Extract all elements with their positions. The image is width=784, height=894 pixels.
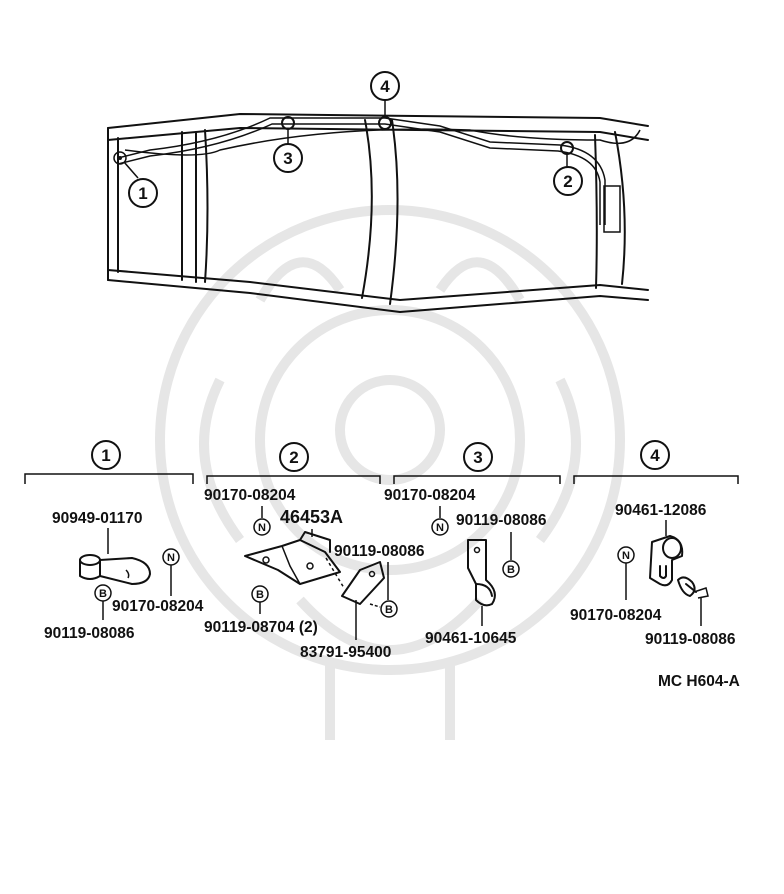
svg-text:1: 1: [101, 446, 110, 465]
part-number[interactable]: 90119-08086: [44, 625, 135, 642]
part-number[interactable]: 83791-95400: [300, 644, 391, 661]
symbol-n: N: [617, 546, 635, 600]
svg-text:3: 3: [473, 448, 482, 467]
symbol-b: B: [94, 584, 112, 620]
frame-callout-4[interactable]: 4: [370, 71, 400, 117]
group-4-clamp-drawing: [649, 535, 709, 626]
symbol-b: B: [355, 600, 398, 640]
part-number[interactable]: 90170-08204: [384, 487, 476, 504]
group-2-bracket-drawing: [244, 529, 385, 605]
symbol-n: N: [253, 506, 271, 536]
frame-callout-1[interactable]: 1: [123, 161, 158, 208]
group-header-1: 1: [24, 440, 194, 484]
svg-text:2: 2: [289, 448, 298, 467]
symbol-n: N: [431, 506, 449, 536]
part-number[interactable]: 90170-08204: [112, 598, 204, 615]
svg-text:4: 4: [380, 77, 390, 96]
svg-text:N: N: [167, 552, 175, 564]
svg-text:3: 3: [283, 149, 292, 168]
svg-text:N: N: [258, 522, 266, 534]
part-number[interactable]: 90119-08086: [645, 631, 736, 648]
svg-text:B: B: [99, 588, 107, 600]
group-header-4: 4: [573, 440, 739, 484]
svg-text:N: N: [436, 522, 444, 534]
svg-text:B: B: [507, 564, 515, 576]
part-number[interactable]: 90119-08086: [456, 512, 547, 529]
svg-text:N: N: [622, 550, 630, 562]
frame-callout-3[interactable]: 3: [273, 129, 303, 173]
svg-text:B: B: [385, 604, 393, 616]
svg-text:4: 4: [650, 446, 660, 465]
part-number[interactable]: 90170-08204: [570, 607, 662, 624]
svg-text:1: 1: [138, 184, 147, 203]
part-number[interactable]: 90170-08204: [204, 487, 296, 504]
part-number[interactable]: 90949-01170: [52, 510, 143, 527]
part-number[interactable]: 90119-08704 (2): [204, 619, 318, 636]
svg-text:B: B: [256, 589, 264, 601]
symbol-b: B: [251, 585, 269, 614]
svg-text:2: 2: [563, 172, 572, 191]
symbol-n: N: [162, 548, 180, 596]
part-number[interactable]: 90461-10645: [425, 630, 517, 647]
frame-overview: [107, 113, 649, 313]
group-3-clamp-drawing: [467, 539, 496, 626]
part-number[interactable]: 46453A: [280, 507, 343, 527]
symbol-b: B: [502, 532, 520, 578]
frame-callout-2[interactable]: 2: [553, 154, 583, 196]
group-header-2: 2: [206, 442, 381, 484]
part-number[interactable]: 90119-08086: [334, 543, 425, 560]
part-number[interactable]: 90461-12086: [615, 502, 707, 519]
diagram-code: MC H604-A: [658, 673, 740, 690]
group-header-3: 3: [393, 442, 561, 484]
group-1-clamp-drawing: [79, 528, 151, 585]
